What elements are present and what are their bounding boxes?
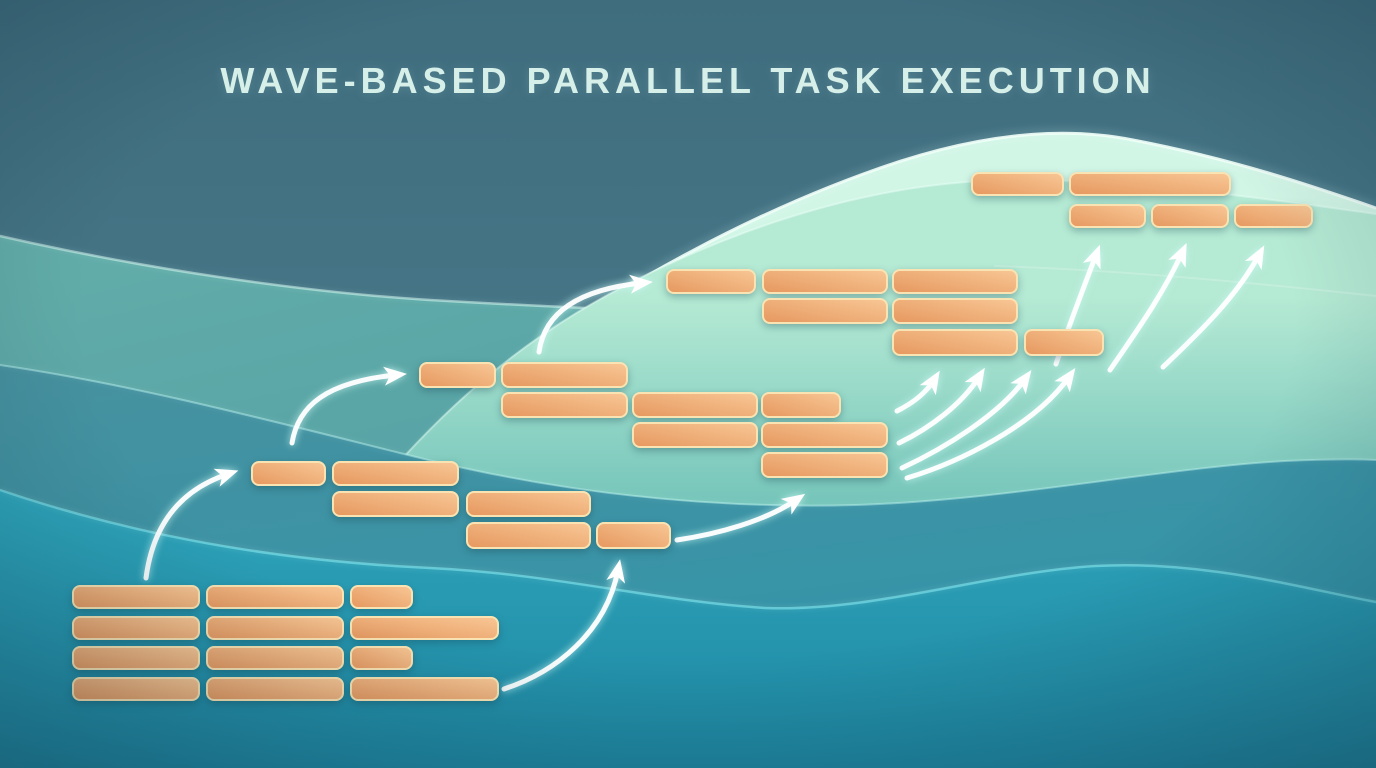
- page-title: WAVE-BASED PARALLEL TASK EXECUTION: [220, 60, 1156, 101]
